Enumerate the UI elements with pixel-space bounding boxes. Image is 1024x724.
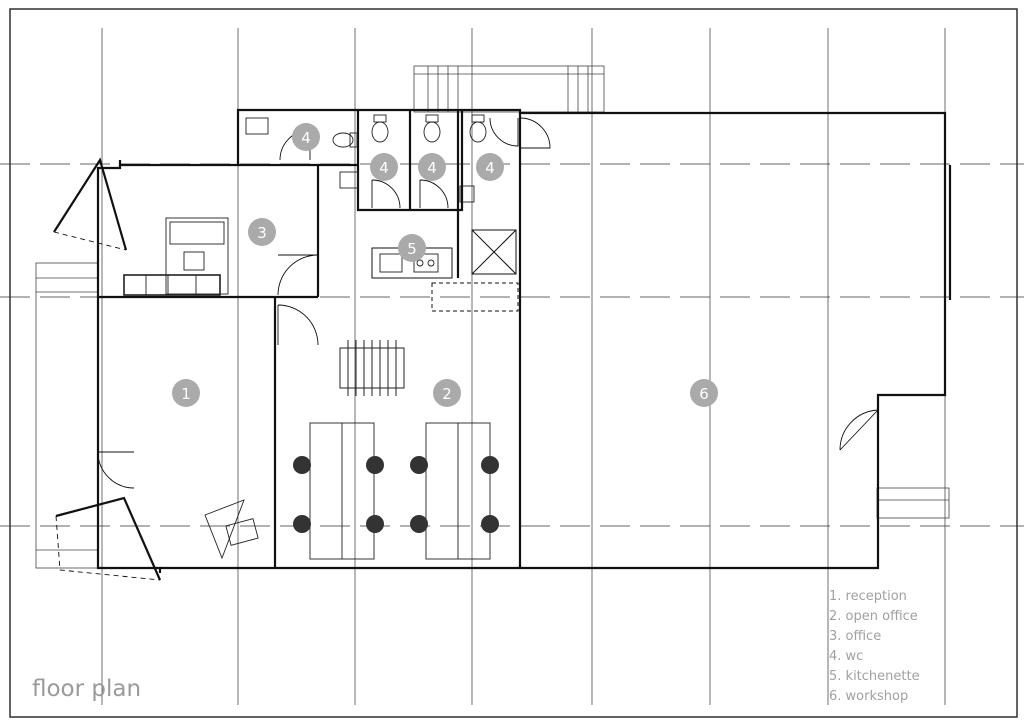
office-furniture [123, 217, 229, 296]
room-number: 4 [485, 159, 495, 177]
room-number: 4 [379, 159, 389, 177]
legend-item: 1. reception [829, 589, 907, 604]
legend-item: 3. office [829, 629, 882, 644]
legend-item: 6. workshop [829, 689, 909, 704]
room-number: 2 [442, 385, 452, 403]
walls [96, 108, 952, 573]
room-badge-reception: 1 [172, 379, 200, 407]
roof-canopies [35, 65, 950, 569]
wc-fixtures [245, 114, 487, 203]
room-badge-office: 3 [248, 218, 276, 246]
room-badge-workshop: 6 [690, 379, 718, 407]
room-number: 3 [257, 224, 267, 242]
room-badge-open-office: 2 [433, 379, 461, 407]
room-number: 4 [427, 159, 437, 177]
drawing-frame [9, 8, 1018, 718]
room-badge-wc: 4 [418, 153, 446, 181]
workstations [293, 422, 499, 560]
room-number: 6 [699, 385, 709, 403]
room-badge-kitchenette: 5 [398, 234, 426, 262]
legend-item: 4. wc [829, 649, 864, 664]
staircase [339, 340, 405, 396]
room-badge-wc: 4 [292, 123, 320, 151]
legend-item: 2. open office [829, 609, 918, 624]
kitchenette-fixtures [379, 253, 439, 273]
room-legend: 1. reception 2. open office 3. office 4.… [829, 587, 920, 707]
room-badges: 1 2 3 4 4 4 4 5 6 [172, 123, 718, 407]
room-number: 1 [181, 385, 191, 403]
entrance-doors [53, 157, 162, 581]
room-badge-wc: 4 [476, 153, 504, 181]
room-number: 4 [301, 129, 311, 147]
legend-item: 5. kitchenette [829, 669, 920, 684]
drawing-title: floor plan [32, 676, 142, 702]
swing-doors [97, 117, 879, 489]
room-badge-wc: 4 [370, 153, 398, 181]
reception-desk [204, 499, 259, 560]
room-number: 5 [407, 240, 417, 258]
